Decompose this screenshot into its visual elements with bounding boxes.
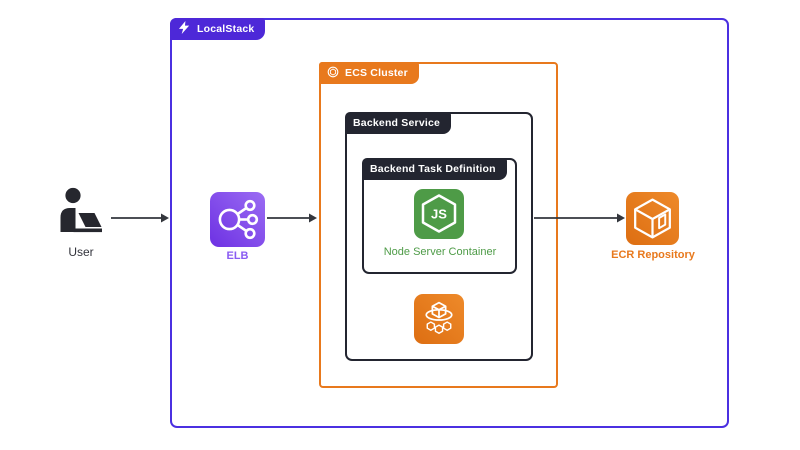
- ecs-cluster-boundary-box: [319, 62, 558, 388]
- backend-task-definition-badge-label: Backend Task Definition: [370, 163, 496, 175]
- ecs-cluster-badge-label: ECS Cluster: [345, 67, 408, 79]
- ecr-repository-icon: [626, 192, 679, 245]
- nodejs-hexagon-icon: JS: [414, 189, 464, 239]
- backend-service-badge-label: Backend Service: [353, 117, 441, 129]
- elb-label: ELB: [226, 250, 249, 262]
- ecs-cluster-badge: ECS Cluster: [319, 62, 419, 84]
- ecs-service-icon: [414, 294, 464, 344]
- elastic-load-balancer-icon: [210, 192, 265, 247]
- localstack-badge: LocalStack: [170, 18, 266, 40]
- person-at-laptop-icon: [57, 187, 105, 240]
- localstack-logo-icon: [178, 21, 191, 37]
- localstack-boundary-box: [170, 18, 729, 428]
- backend-task-definition-badge: Backend Task Definition: [362, 158, 507, 180]
- user-label: User: [68, 245, 94, 259]
- backend-service-badge: Backend Service: [345, 112, 452, 134]
- localstack-badge-label: LocalStack: [197, 23, 255, 35]
- ecs-cluster-icon: [327, 66, 339, 81]
- node-server-container-label: Node Server Container: [383, 246, 497, 258]
- svg-text:JS: JS: [431, 207, 447, 222]
- ecr-repository-label: ECR Repository: [611, 249, 695, 261]
